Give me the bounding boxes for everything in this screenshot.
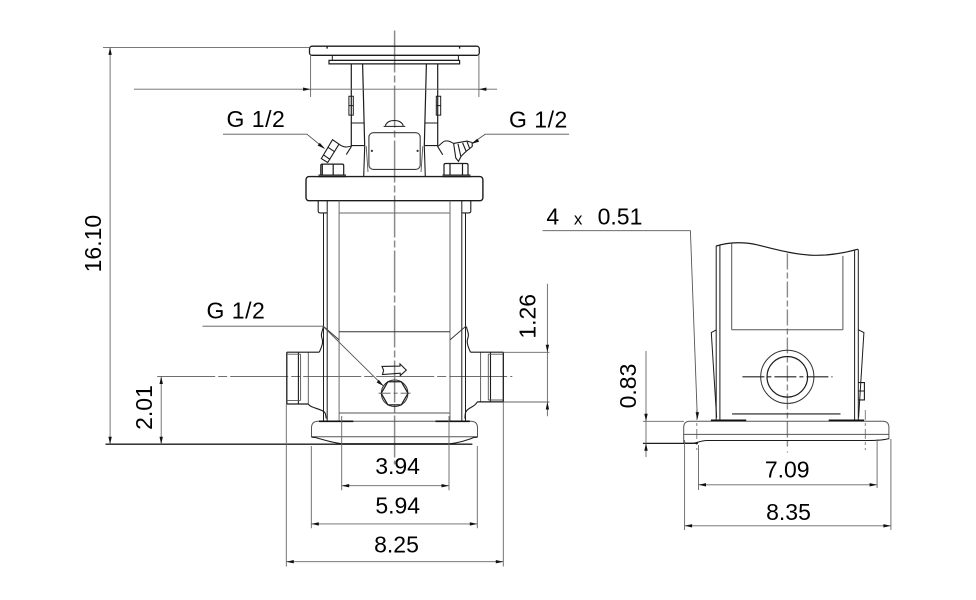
svg-text:8.35: 8.35	[766, 499, 811, 525]
svg-text:x: x	[574, 209, 583, 228]
svg-text:5.94: 5.94	[375, 493, 420, 519]
svg-text:1.26: 1.26	[515, 294, 541, 339]
svg-text:0.83: 0.83	[615, 364, 641, 409]
svg-text:2.01: 2.01	[131, 385, 157, 430]
svg-text:0.51: 0.51	[598, 203, 643, 229]
svg-text:G 1/2: G 1/2	[509, 106, 568, 132]
svg-text:G 1/2: G 1/2	[227, 106, 286, 132]
svg-text:7.09: 7.09	[765, 456, 810, 482]
svg-text:3.94: 3.94	[375, 453, 420, 479]
svg-text:G 1/2: G 1/2	[207, 298, 266, 324]
svg-text:16.10: 16.10	[80, 215, 106, 273]
svg-text:4: 4	[546, 203, 559, 229]
svg-text:8.25: 8.25	[374, 532, 419, 558]
